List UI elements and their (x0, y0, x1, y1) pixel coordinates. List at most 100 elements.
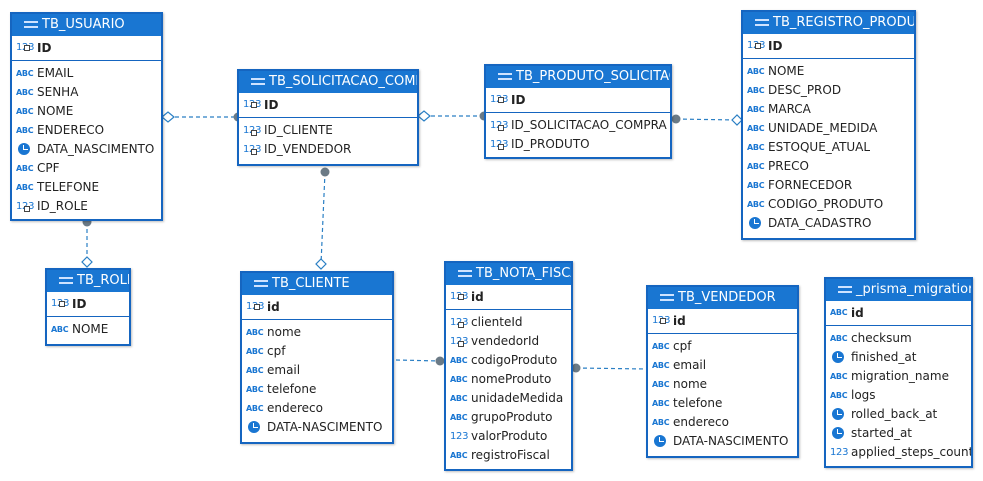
link-end-dot (320, 167, 330, 177)
column-name: telefone (673, 396, 723, 410)
clock-icon (749, 217, 761, 229)
table-header: TB_PRODUTO_SOLICITACAO (486, 66, 670, 88)
column-name: endereco (267, 401, 323, 415)
table-tb-usuario[interactable]: TB_USUARIO 123ID ABCEMAILABCSENHAABCNOME… (10, 12, 163, 221)
column-name: finished_at (851, 350, 917, 364)
text-type-icon: ABC (652, 418, 670, 427)
clock-icon (248, 421, 260, 433)
text-type-icon: ABC (16, 107, 34, 116)
text-type-icon: ABC (246, 404, 264, 413)
text-type-icon: ABC (652, 380, 670, 389)
column-name: grupoProduto (471, 410, 553, 424)
column-name: DATA-NASCIMENTO (673, 434, 789, 448)
text-type-icon: ABC (246, 385, 264, 394)
column-name: ID (264, 98, 279, 112)
table-header: TB_NOTA_FISCAL (446, 263, 571, 285)
table-tb-vendedor[interactable]: TB_VENDEDOR 123id ABCcpfABCemailABCnomeA… (646, 285, 799, 458)
link-solicitacao-cliente (320, 171, 326, 265)
table-header: TB_SOLICITACAO_COMPRA (239, 71, 417, 93)
table-tb-cliente[interactable]: TB_CLIENTE 123id ABCnomeABCcpfABCemailAB… (240, 271, 394, 444)
column-name: nomeProduto (471, 372, 552, 386)
table-title: TB_USUARIO (42, 17, 125, 32)
table-tb-registro-produto[interactable]: TB_REGISTRO_PRODUTO 123ID ABCNOMEABCDESC… (741, 10, 916, 240)
text-type-icon: ABC (246, 347, 264, 356)
column-name: FORNECEDOR (768, 178, 853, 192)
primary-key-column: 123ID (743, 34, 914, 58)
table-icon (24, 21, 38, 28)
number-type-icon: 123 (51, 292, 69, 316)
key-icon (59, 301, 65, 307)
clock-icon (832, 408, 844, 420)
column-name: started_at (851, 426, 913, 440)
number-type-icon: 123 (243, 93, 261, 117)
foreign-key-number-icon: 123 (16, 197, 34, 216)
text-type-icon: ABC (16, 126, 34, 135)
column-name: DATA_CADASTRO (768, 216, 872, 230)
link-end-diamond (315, 258, 327, 270)
column-name: id (673, 314, 686, 328)
text-type-icon: ABC (16, 183, 34, 192)
column-name: ENDERECO (37, 123, 105, 137)
clock-icon (18, 143, 30, 155)
text-type-icon: ABC (747, 86, 765, 95)
table-icon (458, 270, 472, 277)
column-name: ID_PRODUTO (511, 137, 590, 151)
table-tb-nota-fiscal[interactable]: TB_NOTA_FISCAL 123id 123clienteId123vend… (444, 261, 573, 471)
table-tb-produto-solicitacao[interactable]: TB_PRODUTO_SOLICITACAO 123ID 123ID_SOLIC… (484, 64, 672, 159)
primary-key-column: 123ID (239, 93, 417, 117)
text-type-icon: ABC (747, 67, 765, 76)
key-icon (251, 130, 257, 136)
table-icon (254, 280, 268, 287)
column-name: unidadeMedida (471, 391, 564, 405)
text-type-icon: ABC (450, 375, 468, 384)
text-type-icon: ABC (246, 328, 264, 337)
key-icon (251, 102, 257, 108)
text-type-icon: ABC (246, 366, 264, 375)
table-column: DATA-NASCIMENTO (242, 418, 392, 437)
text-type-icon: ABC (450, 356, 468, 365)
key-icon (458, 322, 464, 328)
column-name: UNIDADE_MEDIDA (768, 121, 878, 135)
table-title: TB_VENDEDOR (678, 290, 776, 305)
column-name: id (851, 306, 864, 320)
text-type-icon: ABC (652, 399, 670, 408)
key-icon (458, 294, 464, 300)
link-nota-vendedor (575, 367, 647, 370)
column-name: CODIGO_PRODUTO (768, 197, 884, 211)
link-end-dot (435, 356, 445, 366)
column-name: id (267, 300, 280, 314)
number-type-icon: 123 (16, 36, 34, 60)
table-column: 123ID_VENDEDOR (239, 140, 417, 159)
column-name: codigoProduto (471, 353, 558, 367)
column-name: id (471, 290, 484, 304)
primary-key-column: 123ID (12, 36, 161, 60)
column-name: PRECO (768, 159, 809, 173)
text-type-icon: ABC (747, 200, 765, 209)
table-title: TB_CLIENTE (272, 276, 350, 291)
column-name: SENHA (37, 85, 79, 99)
text-type-icon: ABC (450, 451, 468, 460)
foreign-key-number-icon: 123 (243, 121, 261, 140)
table-tb-solicitacao-compra[interactable]: TB_SOLICITACAO_COMPRA 123ID 123ID_CLIENT… (237, 69, 419, 166)
